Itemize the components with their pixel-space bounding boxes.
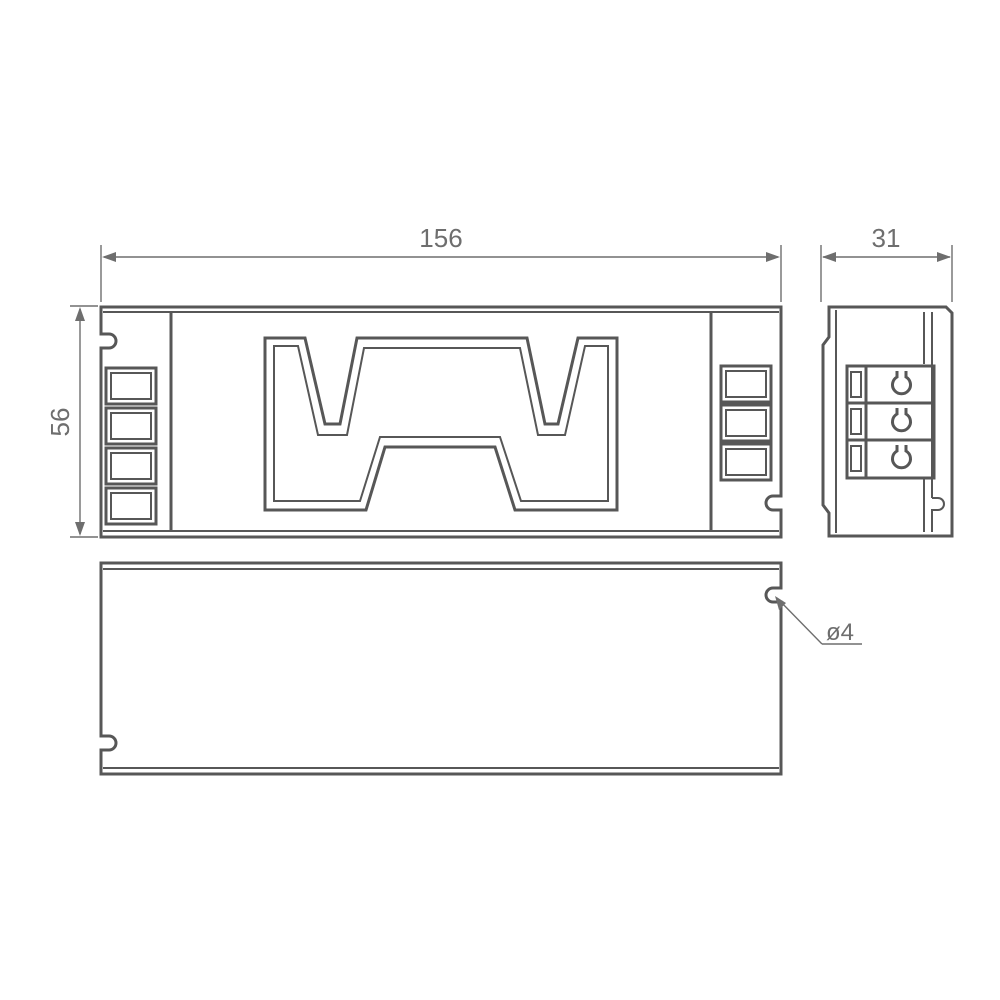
hole-diameter-callout: ø4: [775, 596, 862, 646]
arrow-left-icon: [102, 252, 116, 262]
terminal-slot: [719, 364, 773, 404]
dimension-length: 156: [100, 223, 782, 302]
terminal-slot: [719, 442, 773, 482]
terminal-slot-inner: [725, 409, 767, 437]
terminal-slot-inner: [110, 492, 152, 520]
embossed-logo-outer: [263, 336, 619, 512]
front-view: [99, 305, 783, 539]
side-view: [821, 305, 954, 538]
width-label: 31: [872, 223, 901, 253]
terminal-slot-inner: [110, 412, 152, 440]
terminal-wire-slot: [850, 445, 862, 472]
terminal-wire-slot: [850, 408, 862, 435]
arrow-right-icon: [766, 252, 780, 262]
dimension-height: 56: [45, 305, 98, 538]
embossed-logo-inner: [273, 345, 609, 502]
terminal-wire-slot: [850, 371, 862, 398]
arrow-up-icon: [75, 307, 85, 321]
arrow-left-icon: [822, 252, 836, 262]
leader-arrow-icon: [775, 596, 786, 610]
bottom-body-outline: [99, 561, 783, 776]
leader-line: [776, 597, 823, 645]
hole-diameter-label: ø4: [826, 619, 854, 646]
terminal-slot: [104, 486, 158, 526]
terminal-slot: [104, 366, 158, 406]
side-notch: [931, 497, 945, 532]
arrow-down-icon: [75, 522, 85, 536]
bottom-view: [99, 561, 783, 776]
side-body-outline: [821, 305, 954, 538]
length-label: 156: [419, 223, 462, 253]
side-terminal-housing: [845, 364, 936, 480]
screw-icon: [891, 371, 912, 396]
screw-icon: [891, 445, 912, 470]
right-terminal-block: [719, 364, 773, 482]
height-label: 56: [45, 408, 75, 437]
terminal-slot: [104, 446, 158, 486]
left-terminal-block: [104, 366, 158, 526]
front-body-outline: [99, 305, 783, 539]
terminal-slot: [719, 403, 773, 443]
terminal-slot-inner: [110, 452, 152, 480]
terminal-slot: [104, 406, 158, 446]
terminal-slot-inner: [725, 370, 767, 398]
screw-icon: [891, 408, 912, 433]
dimension-width: 31: [820, 223, 953, 302]
terminal-slot-inner: [725, 448, 767, 476]
arrow-right-icon: [937, 252, 951, 262]
terminal-slot-inner: [110, 372, 152, 400]
